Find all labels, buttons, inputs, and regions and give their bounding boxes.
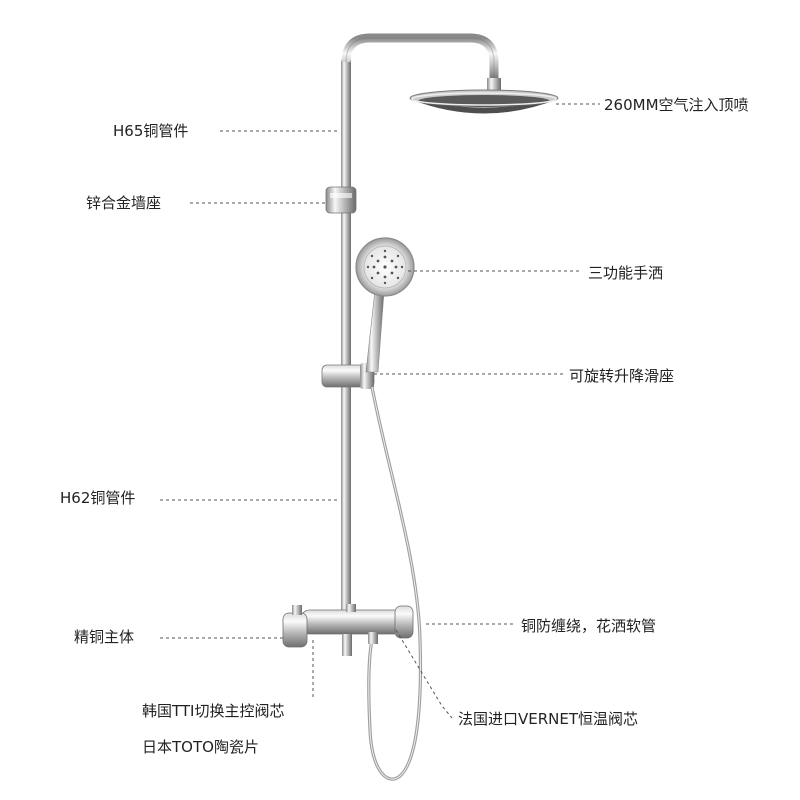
wall-mount	[325, 186, 357, 214]
top-arm	[341, 33, 501, 90]
label-vernet-valve: 法国进口VERNET恒温阀芯	[458, 710, 639, 728]
label-toto-cartridge: 日本TOTO陶瓷片	[142, 738, 259, 756]
label-h62-pipe: H62铜管件	[60, 489, 136, 507]
leader-vernet	[395, 629, 453, 719]
label-korea-valve: 韩国TTI切换主控阀芯	[142, 702, 285, 720]
label-hose: 铜防缠绕，花洒软管	[521, 617, 657, 635]
label-brass-body: 精铜主体	[74, 628, 135, 646]
slide-seat	[321, 363, 375, 389]
shower-hose	[367, 386, 423, 781]
label-top-shower: 260MM空气注入顶喷	[604, 96, 749, 114]
leader-lines	[160, 103, 600, 719]
label-wall-mount: 锌合金墙座	[86, 194, 162, 212]
riser-pipe	[341, 60, 351, 620]
label-slide-seat: 可旋转升降滑座	[569, 367, 675, 385]
label-hand-shower: 三功能手洒	[588, 264, 664, 282]
label-h65-pipe: H65铜管件	[113, 122, 189, 140]
top-shower-head	[409, 89, 559, 114]
hand-shower	[355, 237, 415, 373]
mixer-body	[282, 604, 414, 656]
